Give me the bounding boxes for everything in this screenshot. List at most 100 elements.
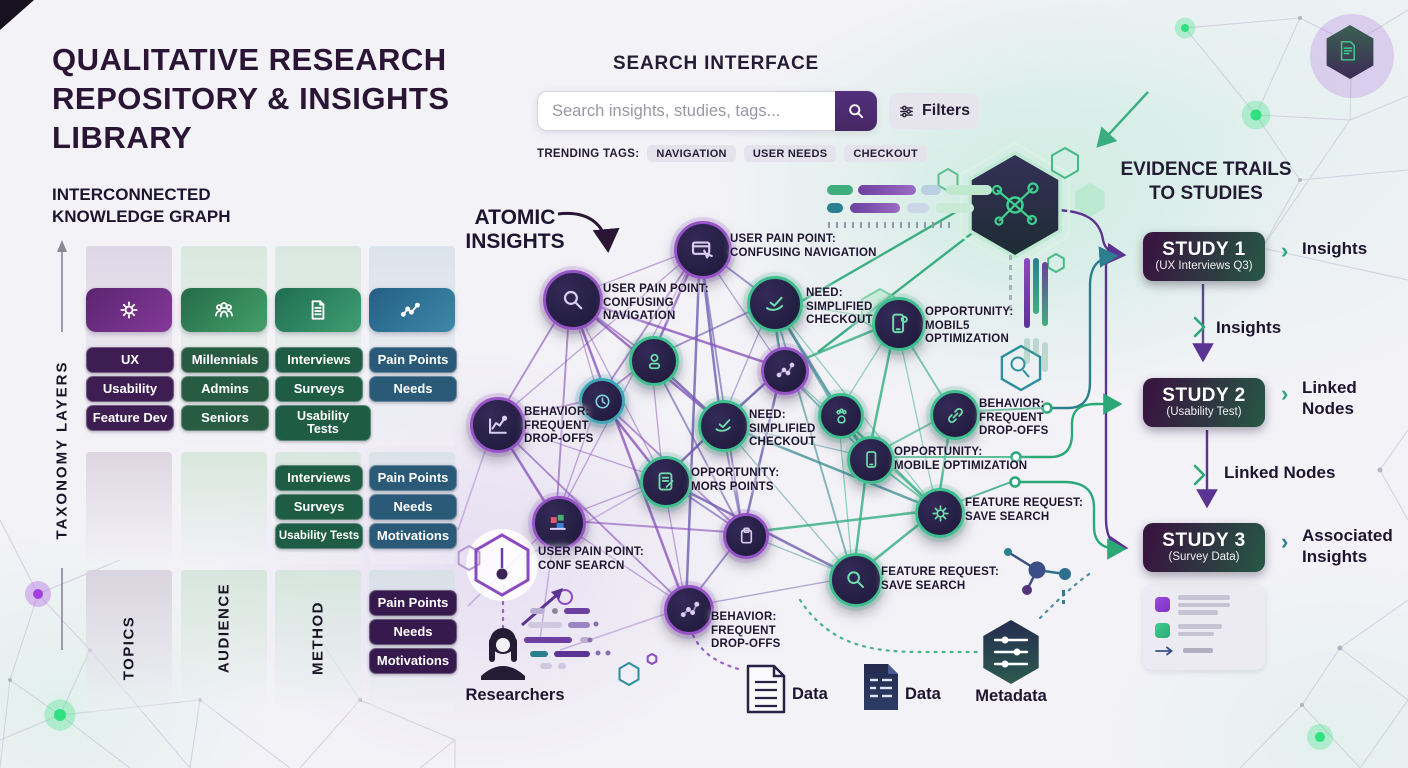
taxonomy-pill-interviews[interactable]: Interviews: [275, 465, 363, 491]
taxonomy-pill-label: Pain Points: [377, 470, 449, 486]
study-title: STUDY 3: [1162, 529, 1246, 551]
taxonomy-pill-label: Feature Dev: [92, 410, 168, 426]
taxonomy-pill-label: Needs: [393, 624, 433, 640]
insight-node-label: FEATURE REQUEST: SAVE SEARCH: [965, 497, 1083, 523]
document-icon: [311, 300, 325, 320]
insight-node-7-behavior[interactable]: [470, 397, 526, 453]
study-box-2[interactable]: STUDY 2(Usability Test): [1143, 378, 1265, 427]
trending-tag-checkout[interactable]: CHECKOUT: [844, 145, 928, 162]
chevron-right-icon: ›: [1281, 529, 1289, 554]
search-input[interactable]: [537, 91, 835, 131]
metadata-icon[interactable]: [983, 620, 1039, 684]
taxonomy-pill-needs[interactable]: Needs: [369, 619, 457, 645]
study-subtitle: (Usability Test): [1166, 405, 1242, 418]
taxonomy-pill-label: Needs: [393, 499, 433, 515]
taxonomy-pill-pain-points[interactable]: Pain Points: [369, 590, 457, 616]
taxonomy-pill-interviews[interactable]: Interviews: [275, 347, 363, 373]
taxonomy-header-attributes[interactable]: [369, 288, 455, 332]
taxonomy-pill-admins[interactable]: Admins: [181, 376, 269, 402]
taxonomy-pill-needs[interactable]: Needs: [369, 376, 457, 402]
insight-node-17-behavior[interactable]: [664, 585, 714, 635]
gear-icon: [120, 301, 138, 319]
taxonomy-pill-pain-points[interactable]: Pain Points: [369, 347, 457, 373]
taxonomy-pill-motivations[interactable]: Motivations: [369, 523, 457, 549]
search-bar: [537, 91, 877, 131]
doc-pencil-icon: [658, 472, 674, 491]
detail-row-purple: [1155, 595, 1253, 615]
taxonomy-header-audience[interactable]: [181, 288, 267, 332]
flow-label-linked-nodes: Linked Nodes: [1224, 463, 1336, 482]
insight-node-label: OPPORTUNITY: MOBIL5 OPTIMIZATION: [925, 306, 1014, 346]
insight-node-6[interactable]: [579, 378, 625, 424]
trending-tag-user-needs[interactable]: USER NEEDS: [743, 145, 837, 162]
insight-node-12-opportunity[interactable]: [847, 436, 895, 484]
insight-node-3-opportunity[interactable]: [872, 297, 926, 351]
taxonomy-pill-usability[interactable]: Usability: [86, 376, 174, 402]
insight-node-label: BEHAVIOR: FREQUENT DROP-OFFS: [524, 406, 594, 446]
filters-button[interactable]: Filters: [889, 93, 979, 129]
people-icon: [214, 302, 234, 318]
taxonomy-pill-motivations[interactable]: Motivations: [369, 648, 457, 674]
insight-node-11-opportunity[interactable]: [640, 456, 692, 508]
insight-node-1-user-pain-point[interactable]: [543, 270, 603, 330]
study-detail-card: [1143, 584, 1265, 670]
trend-icon: [400, 302, 420, 317]
flow-label-insights: Insights: [1216, 318, 1282, 337]
search-icon: [563, 290, 582, 309]
gear-icon: [931, 504, 949, 522]
insight-node-label: BEHAVIOR: FREQUENT DROP-OFFS: [711, 611, 781, 651]
search-button[interactable]: [835, 91, 877, 131]
study-box-3[interactable]: STUDY 3(Survey Data): [1143, 523, 1265, 572]
taxonomy-pill-label: Millennials: [191, 352, 259, 368]
data-document-outline-icon[interactable]: [746, 664, 786, 714]
study-side-label-1: Insights: [1302, 239, 1368, 258]
taxonomy-pill-surveys[interactable]: Surveys: [275, 376, 363, 402]
insight-node-4[interactable]: [629, 336, 679, 386]
researchers-icon[interactable]: [481, 628, 525, 680]
taxonomy-pill-label: UX: [120, 352, 140, 368]
insight-node-label: NEED: SIMPLIFIED CHECKOUT: [806, 287, 873, 327]
data-document-filled-icon[interactable]: [864, 664, 898, 710]
taxonomy-pill-pain-points[interactable]: Pain Points: [369, 465, 457, 491]
taxonomy-pill-label: Seniors: [201, 410, 249, 426]
taxonomy-axis-label: TAXONOMY LAYERS: [53, 360, 71, 540]
insight-node-10-behavior[interactable]: [930, 390, 980, 440]
taxonomy-pill-millennials[interactable]: Millennials: [181, 347, 269, 373]
insight-node-5[interactable]: [761, 347, 809, 395]
taxonomy-pill-ux[interactable]: UX: [86, 347, 174, 373]
insight-node-2-need[interactable]: [747, 276, 803, 332]
insight-node-13-user-pain-point[interactable]: [532, 496, 586, 550]
metadata-label: Metadata: [975, 687, 1047, 705]
taxonomy-pill-feature-dev[interactable]: Feature Dev: [86, 405, 174, 431]
taxonomy-pill-label: Pain Points: [377, 595, 449, 611]
insight-node-14[interactable]: [723, 513, 769, 559]
insight-node-9[interactable]: [818, 393, 864, 439]
detail-row-arrow: [1155, 646, 1253, 656]
trending-tags-label: TRENDING TAGS:: [537, 147, 640, 160]
study-box-1[interactable]: STUDY 1(UX Interviews Q3): [1143, 232, 1265, 281]
purple-swatch-icon: [1155, 597, 1170, 613]
taxonomy-header-method[interactable]: [275, 288, 361, 332]
insight-node-16-feature-request[interactable]: [829, 553, 883, 607]
study-side-label-2: Linked Nodes: [1302, 378, 1357, 419]
taxonomy-pill-usability-tests[interactable]: Usability Tests: [275, 523, 363, 549]
insight-node-8-need[interactable]: [698, 400, 750, 452]
taxonomy-header-topics[interactable]: [86, 288, 172, 332]
taxonomy-pill-usability-tests[interactable]: Usability Tests: [275, 405, 371, 441]
taxonomy-band-audience-1: [181, 452, 267, 564]
taxonomy-pill-needs[interactable]: Needs: [369, 494, 457, 520]
insight-node-0-user-pain-point[interactable]: [674, 221, 732, 279]
insight-node-label: FEATURE REQUEST: SAVE SEARCH: [881, 566, 999, 592]
trending-tag-navigation[interactable]: NAVIGATION: [647, 145, 736, 162]
study-subtitle: (Survey Data): [1168, 550, 1240, 563]
insight-node-15-feature-request[interactable]: [915, 488, 965, 538]
taxonomy-pill-surveys[interactable]: Surveys: [275, 494, 363, 520]
taxonomy-pill-seniors[interactable]: Seniors: [181, 405, 269, 431]
study-side-label-3: Associated Insights: [1302, 526, 1393, 567]
study-subtitle: (UX Interviews Q3): [1155, 259, 1253, 272]
detail-row-green: [1155, 622, 1253, 638]
phone-icon: [866, 451, 877, 468]
taxonomy-pill-label: Admins: [201, 381, 249, 397]
atomic-insights-heading: ATOMIC INSIGHTS: [465, 206, 565, 254]
knowledge-graph-heading: INTERCONNECTED KNOWLEDGE GRAPH: [52, 185, 231, 227]
